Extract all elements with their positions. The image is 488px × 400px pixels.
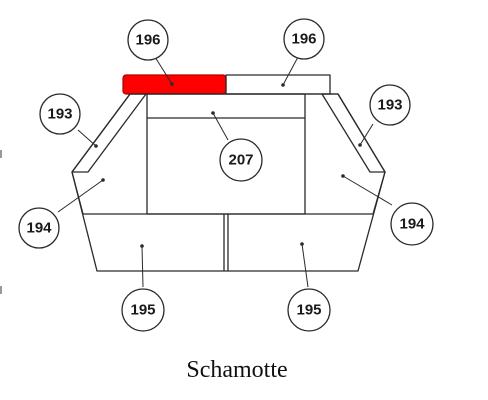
callout-194-left-label: 194 xyxy=(26,220,52,237)
callout-193-left-label: 193 xyxy=(47,106,72,123)
callout-195-right-label: 195 xyxy=(296,302,321,319)
edge-mark xyxy=(0,150,2,158)
leader-dot xyxy=(300,242,304,246)
left-side-lower-edge xyxy=(71,171,84,215)
leader-dot xyxy=(101,178,105,182)
leader-dot xyxy=(94,144,98,148)
callout-196-right-label: 196 xyxy=(291,31,316,48)
brick-196-right[interactable] xyxy=(225,74,331,95)
diagram-caption: Schamotte xyxy=(186,357,287,383)
leader-193-left xyxy=(77,129,97,147)
callout-193-right[interactable]: 193 xyxy=(369,84,411,126)
edge-mark xyxy=(0,286,2,294)
leader-dot xyxy=(170,82,174,86)
leader-dot xyxy=(341,174,345,178)
callout-194-left[interactable]: 194 xyxy=(18,207,60,249)
brick-196-left-highlighted[interactable] xyxy=(122,74,227,95)
callout-196-right[interactable]: 196 xyxy=(283,18,325,60)
leader-dot xyxy=(281,83,285,87)
callout-207[interactable]: 207 xyxy=(219,138,263,182)
callout-195-left[interactable]: 195 xyxy=(121,288,165,332)
leader-193-right xyxy=(359,123,374,146)
right-side-lower-edge xyxy=(372,171,386,215)
callout-194-right-label: 194 xyxy=(399,216,425,233)
leader-194-left xyxy=(57,179,104,213)
callout-193-left[interactable]: 193 xyxy=(39,93,81,135)
leader-195-right xyxy=(301,243,309,288)
brick-193-left[interactable] xyxy=(71,93,147,173)
leader-196-right xyxy=(282,56,299,86)
leader-196-left xyxy=(154,56,173,85)
callout-195-right[interactable]: 195 xyxy=(287,288,331,332)
callout-196-left-label: 196 xyxy=(135,32,160,49)
leader-dot xyxy=(358,143,362,147)
leader-dot xyxy=(140,244,144,248)
leader-207 xyxy=(212,112,229,141)
leader-dot xyxy=(211,111,215,115)
leader-195-left xyxy=(141,245,144,288)
callout-196-left[interactable]: 196 xyxy=(127,19,169,61)
callout-193-right-label: 193 xyxy=(377,97,402,114)
leader-194-right xyxy=(342,175,393,206)
callout-194-right[interactable]: 194 xyxy=(390,202,434,246)
callout-195-left-label: 195 xyxy=(130,302,155,319)
callout-207-label: 207 xyxy=(228,152,253,169)
